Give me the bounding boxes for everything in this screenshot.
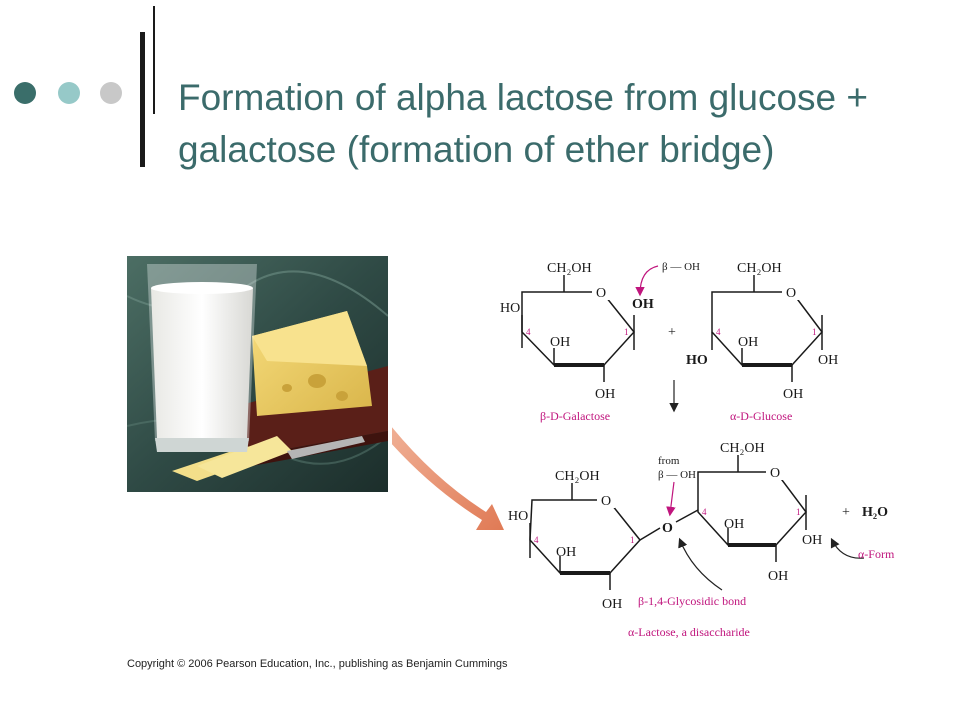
lactose-left-c4: 4 [534, 535, 539, 545]
from-beta-oh-label: β — OH [658, 469, 696, 481]
glucose-oh-below: OH [783, 387, 803, 402]
cheese-hole [282, 384, 292, 392]
title-bar-thin [153, 6, 155, 114]
lactose-left-ch2oh: CH₂OH [555, 469, 600, 484]
galactose-oh-below: OH [595, 387, 615, 402]
slide-title: Formation of alpha lactose from glucose … [178, 77, 868, 170]
glucose-oh-inner: OH [738, 335, 758, 350]
glucose-c1: 1 [812, 327, 817, 337]
glycosidic-bond-label: β-1,4-Glycosidic bond [638, 594, 746, 608]
galactose-oh-inner: OH [550, 335, 570, 350]
lactose-right-oh-right: OH [802, 533, 822, 548]
glucose-caption: α-D-Glucose [730, 409, 792, 423]
lactose-right-ring [697, 471, 807, 546]
cheese-top [252, 311, 367, 366]
lactose-right-oh-inner: OH [724, 517, 744, 532]
galactose-ho-left: HO [500, 301, 520, 316]
galactose-ring [521, 291, 635, 366]
cheese-hole [336, 391, 348, 401]
galactose-molecule: CH₂OH O HO OH OH OH 1 4 β-D-Galactose [500, 261, 654, 423]
alpha-form-label: α-Form [858, 547, 895, 561]
galactose-ch2oh: CH₂OH [547, 261, 592, 276]
glucose-ring-oxygen: O [786, 286, 796, 301]
lactose-right-c4: 4 [702, 507, 707, 517]
galactose-caption: β-D-Galactose [540, 409, 610, 423]
lactose-reaction-diagram: CH₂OH O HO OH OH OH 1 4 β-D-Galactose β … [392, 261, 895, 639]
glycosidic-bond-arrow [678, 537, 723, 591]
glucose-oh-right: OH [818, 353, 838, 368]
milk-surface [151, 282, 253, 294]
glucose-molecule: CH₂OH O HO OH OH OH 1 4 α-D-Glucose [686, 261, 838, 423]
photo-to-lactose-arrow [392, 427, 504, 530]
lactose-left-ho: HO [508, 509, 528, 524]
glass-base [155, 438, 249, 452]
glucose-ring [711, 291, 823, 366]
lactose-left-ring-oxygen: O [601, 494, 611, 509]
plus-sign: + [668, 325, 676, 340]
beta-oh-label: β — OH [662, 261, 700, 273]
milk-cheese-photo [127, 256, 388, 492]
lactose-caption: α-Lactose, a disaccharide [628, 625, 750, 639]
lactose-left-ring [529, 499, 641, 574]
lactose-right-c1: 1 [796, 507, 801, 517]
copyright-notice: Copyright © 2006 Pearson Education, Inc.… [127, 658, 508, 670]
lactose-left-c1: 1 [630, 535, 635, 545]
glucose-ho-left: HO [686, 353, 708, 368]
lactose-right-ring-oxygen: O [770, 466, 780, 481]
bullet-dots [0, 82, 140, 112]
galactose-oh-right: OH [632, 297, 654, 312]
glucose-c4: 4 [716, 327, 721, 337]
from-beta-oh-arrow [666, 481, 676, 517]
alpha-form-arrow [830, 537, 865, 559]
cheese-knife [287, 436, 365, 459]
glucose-ch2oh: CH₂OH [737, 261, 782, 276]
dot-dark [14, 82, 36, 104]
lactose-left-oh-inner: OH [556, 545, 576, 560]
beta-oh-arrow [635, 265, 659, 297]
cheese-slice [197, 436, 292, 478]
lactose-bridge-oxygen: O [662, 521, 673, 536]
plus-water-sign: + [842, 505, 850, 520]
lactose-left-oh-below: OH [602, 597, 622, 612]
lactose-molecule: CH₂OH O HO OH OH 1 4 O CH₂OH O OH OH OH … [508, 441, 822, 612]
milk [151, 288, 253, 438]
galactose-c4: 4 [526, 327, 531, 337]
water-label: H₂O [862, 505, 888, 520]
lactose-right-oh-below: OH [768, 569, 788, 584]
dot-teal [58, 82, 80, 104]
galactose-ring-oxygen: O [596, 286, 606, 301]
lactose-right-ch2oh: CH₂OH [720, 441, 765, 456]
galactose-c1: 1 [624, 327, 629, 337]
from-label: from [658, 455, 680, 467]
cheese-hole [308, 374, 326, 388]
title-bar-thick [140, 32, 145, 167]
dot-grey [100, 82, 122, 104]
